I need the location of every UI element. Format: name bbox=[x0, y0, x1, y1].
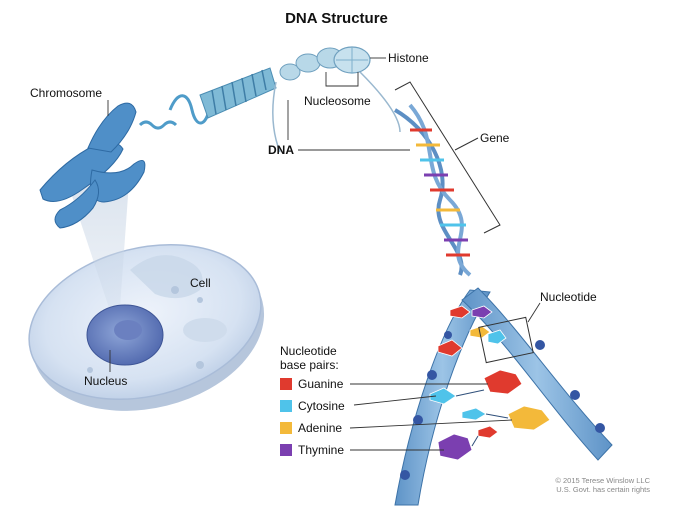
nucleosomes bbox=[279, 46, 371, 81]
legend-label: Cytosine bbox=[298, 399, 345, 413]
base-pairs bbox=[429, 305, 551, 461]
label-histone: Histone bbox=[388, 51, 429, 65]
chromosome-shape bbox=[39, 102, 146, 229]
legend-title: Nucleotide base pairs: bbox=[280, 344, 400, 372]
legend-item-adenine: Adenine bbox=[280, 420, 342, 436]
guanine-swatch bbox=[280, 378, 292, 390]
legend-title-line2: base pairs: bbox=[280, 358, 339, 372]
gene-helix bbox=[394, 103, 472, 277]
legend-label: Guanine bbox=[298, 377, 344, 391]
legend-item-cytosine: Cytosine bbox=[280, 398, 345, 414]
label-chromosome: Chromosome bbox=[30, 86, 103, 100]
coiled-fiber bbox=[138, 94, 212, 130]
copyright-notice: © 2015 Terese Winslow LLC U.S. Govt. has… bbox=[520, 476, 650, 494]
cytosine-swatch bbox=[280, 400, 292, 412]
label-nucleotide: Nucleotide bbox=[540, 290, 597, 304]
dna-strand-top bbox=[359, 71, 401, 133]
copyright-line2: U.S. Govt. has certain rights bbox=[556, 485, 650, 494]
legend-item-thymine: Thymine bbox=[280, 442, 344, 458]
legend-label: Thymine bbox=[298, 443, 345, 457]
chromatin-fiber bbox=[199, 67, 277, 119]
label-dna: DNA bbox=[268, 143, 294, 157]
legend-item-guanine: Guanine bbox=[280, 376, 343, 392]
legend-title-line1: Nucleotide bbox=[280, 344, 337, 358]
legend-label: Adenine bbox=[298, 421, 343, 435]
nucleus-shape bbox=[86, 304, 164, 366]
nucleotide-box bbox=[478, 316, 534, 364]
copyright-line1: © 2015 Terese Winslow LLC bbox=[555, 476, 650, 485]
label-cell: Cell bbox=[190, 276, 211, 290]
gene-bracket bbox=[394, 81, 501, 234]
dna-link bbox=[272, 81, 281, 153]
label-gene: Gene bbox=[480, 131, 510, 145]
diagram-title: DNA Structure bbox=[285, 10, 388, 27]
leader-lines bbox=[107, 57, 541, 451]
label-nucleosome: Nucleosome bbox=[304, 94, 371, 108]
label-nucleus: Nucleus bbox=[84, 374, 128, 388]
thymine-swatch bbox=[280, 444, 292, 456]
adenine-swatch bbox=[280, 422, 292, 434]
